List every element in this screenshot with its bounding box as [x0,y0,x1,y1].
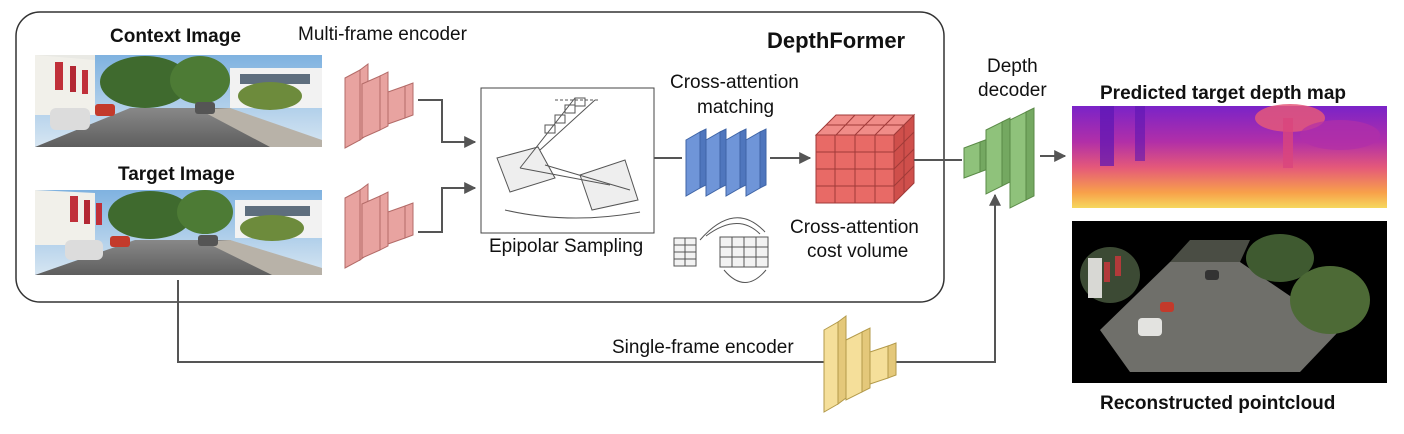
cost-volume-label-2: cost volume [807,241,909,262]
cross-attention-matching-label-1: Cross-attention [670,72,799,93]
depth-decoder-blocks [963,107,1035,209]
arrow-bottom-encoder [418,182,477,233]
epipolar-sketch [496,97,641,219]
multi-frame-encoder-label: Multi-frame encoder [298,24,467,45]
arrow-single-frame-path [177,193,1001,363]
predicted-depth-map-label: Predicted target depth map [1100,83,1346,104]
context-image [35,55,322,147]
depthformer-panel [15,11,945,303]
epipolar-sampling-label: Epipolar Sampling [489,236,644,257]
cross-attention-matching-label-2: matching [697,97,775,118]
single-frame-encoder-label: Single-frame encoder [612,337,794,358]
target-image [35,190,322,275]
reconstructed-pointcloud [1072,221,1387,383]
reconstructed-pointcloud-label: Reconstructed pointcloud [1100,393,1336,414]
target-image-label: Target Image [118,164,235,185]
arrow-top-encoder [418,99,477,148]
cost-volume-label-1: Cross-attention [790,217,919,238]
multi-frame-encoder-bottom [344,183,414,269]
multi-frame-encoder-top [344,63,414,149]
diagram-title: DepthFormer [767,28,906,53]
depth-decoder-label-2: decoder [978,80,1047,101]
predicted-depth-map [1072,104,1387,208]
single-frame-encoder-blocks [823,315,897,413]
context-image-label: Context Image [110,26,241,47]
depth-decoder-label-1: Depth [987,56,1038,77]
cost-volume-cube [814,113,916,205]
matching-sketch [673,217,769,283]
cross-attention-matching-blocks [685,128,767,197]
